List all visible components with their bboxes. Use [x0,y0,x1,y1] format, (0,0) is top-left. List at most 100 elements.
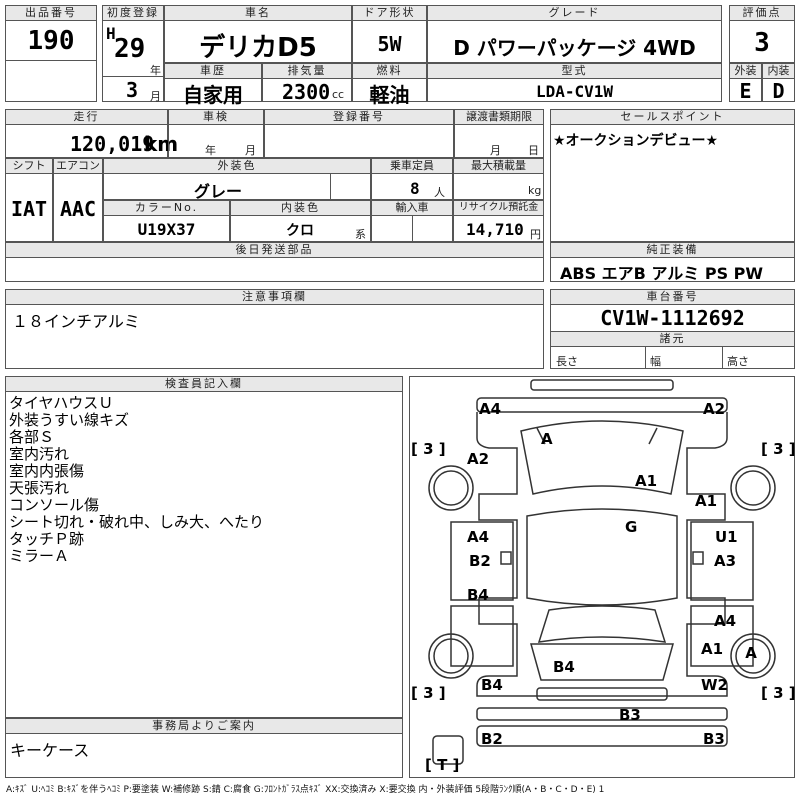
sales-point-box [550,109,795,242]
office-text: キーケース [10,741,90,760]
shift: IAT [10,197,48,221]
damage-mark: A1 [635,472,657,490]
damage-mark: A4 [467,528,489,546]
transfer-box [454,109,544,158]
sales-point-text: ★オークションデビュー★ [553,133,719,149]
reg-no-box [264,109,454,158]
tire-front-right-shape [730,465,776,511]
color-number: U19X37 [137,220,196,239]
import-divider [412,216,413,242]
car-name-label: 車名 [164,5,352,21]
left-door-shape [450,521,514,601]
reg-year-unit: 年 [150,64,161,77]
damage-mark: A2 [467,450,489,468]
damage-diagram-box [409,376,795,778]
tire-tag: [ 3 ] [411,440,446,458]
mileage-box [5,109,168,158]
model-box [427,63,722,102]
windshield-shape [520,420,684,495]
intcolor-box [230,200,371,242]
damage-mark: B2 [481,730,503,748]
inspector-notes: タイヤハウスＵ 外装うすい線キズ 各部Ｓ 室内汚れ 室内内張傷 天張汚れ コンソ… [9,395,264,565]
rear-bumper-shape [476,707,728,721]
reg-month: 3 [126,78,139,102]
damage-mark: A4 [479,400,501,418]
reg-month-unit: 月 [150,90,161,103]
recycle-fee: 14,710 [466,220,524,239]
damage-mark: B4 [467,586,489,604]
note-line: ミラーＡ [9,547,70,565]
equipment-text: ABS エアB アルミ PS PW [560,264,764,283]
score: 3 [754,28,770,58]
reg-no-label: 登録番号 [264,109,454,125]
equipment-box [550,242,795,282]
shift-box [5,158,53,242]
damage-mark: W2 [701,676,728,694]
recycle-box [453,200,544,242]
color-subdivider [330,174,331,200]
damage-mark: B4 [553,658,575,676]
grade-label: グレード [427,5,722,21]
left-mirror-shape [500,551,512,565]
cc-unit: cc [332,88,345,101]
roof-shape [526,508,678,606]
right-rear-door-shape [690,605,754,667]
legend: A:ｷｽﾞ U:ﾍｺﾐ B:ｷｽﾞを伴うﾍｺﾐ P:要塗装 W:補修跡 S:錆 … [6,785,605,795]
era: H [106,24,116,43]
interior-color-suffix: 系 [355,228,366,241]
door-type: 5W [377,32,402,56]
transfer-month: 月 [490,144,501,157]
front-lip-shape [476,397,728,413]
colorno-box [103,200,230,242]
door-label: ドア形状 [352,5,427,21]
displacement: 2300 [282,80,331,104]
wiper-shape [536,427,658,445]
note-line: 室内汚れ [9,445,70,463]
displacement-box [262,63,352,102]
tire-front-left-shape [428,465,474,511]
caution-box [5,289,544,369]
right-mirror-shape [692,551,704,565]
rear-lamp-shape [536,687,668,701]
fuel: 軽油 [369,83,410,107]
note-line: 天張汚れ [9,479,70,497]
capacity: 8 [410,179,420,198]
note-line: 外装うすい線キズ [9,411,130,429]
model: LDA-CV1W [535,82,614,101]
tire-tag: [ 3 ] [411,684,446,702]
damage-mark: A [541,430,553,448]
car-name: デリカD5 [199,33,317,63]
caution-text: １８インチアルミ [12,312,140,331]
spec-div-2 [722,347,723,369]
score-label: 評価点 [729,5,795,21]
history-label: 車歴 [164,63,262,79]
damage-mark: A [745,644,757,662]
damage-mark: B3 [619,706,641,724]
lot-label: 出品番号 [5,5,97,21]
right-door-shape [690,521,754,601]
spare-tire-shape [432,735,464,765]
load-label: 最大積載量 [453,158,544,174]
note-line: コンソール傷 [9,496,100,514]
km-unit: km [144,132,179,156]
chassis-number: CV1W-1112692 [600,306,745,330]
ac-box [53,158,103,242]
damage-mark: A2 [703,400,725,418]
first-reg-label: 初度登録 [102,5,164,21]
damage-mark: B4 [481,676,503,694]
load-box [453,158,544,200]
note-line: シート切れ・破れ中、しみ大、へたり [9,513,265,531]
body-outline-shape [476,412,728,697]
transfer-day: 日 [528,144,539,157]
later-parts-box [5,242,544,282]
exterior-color: グレー [193,182,242,201]
aircon: AAC [59,197,97,221]
grade: D パワーパッケージ 4WD [453,36,696,60]
rear-bumper-lower-shape [476,725,728,747]
tire-tag: [ 3 ] [761,684,795,702]
recycle-unit: 円 [530,228,541,241]
damage-mark: G [625,518,637,536]
inspection-box [168,109,264,158]
office-box [5,718,403,778]
